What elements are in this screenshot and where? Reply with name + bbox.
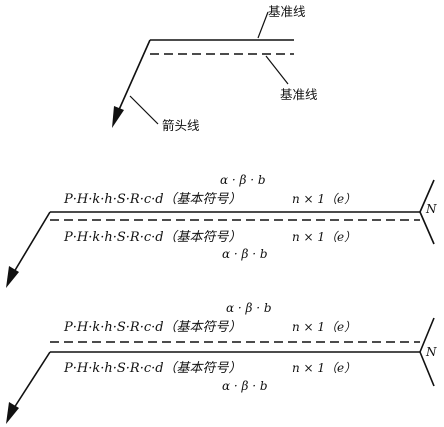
ref-line-label-1: 基准线 bbox=[268, 4, 306, 19]
ref-line-label-2: 基准线 bbox=[280, 87, 318, 102]
d2-lower-below: α · β · b bbox=[222, 379, 268, 393]
d1-arrow-line bbox=[13, 211, 51, 273]
diagram-1: α · β · b P·H·k·h·S·R·c·d（基本符号） n × 1（e）… bbox=[6, 173, 437, 288]
d2-tail-letter: N bbox=[425, 345, 437, 359]
d1-upper-above: α · β · b bbox=[220, 173, 266, 187]
d1-tail-letter: N bbox=[425, 202, 437, 216]
d1-tail-lower bbox=[419, 211, 435, 245]
d2-lower-main: P·H·k·h·S·R·c·d（基本符号） bbox=[63, 360, 242, 376]
d1-upper-main: P·H·k·h·S·R·c·d（基本符号） bbox=[63, 191, 242, 207]
top-figure: 基准线 基准线 箭头线 bbox=[112, 4, 318, 133]
arrow-line-label: 箭头线 bbox=[162, 118, 200, 133]
d2-upper-above: α · β · b bbox=[226, 301, 272, 315]
d2-arrow-line bbox=[13, 351, 51, 409]
d1-tail-upper bbox=[419, 179, 435, 213]
d2-upper-main: P·H·k·h·S·R·c·d（基本符号） bbox=[63, 319, 242, 335]
d2-tail-lower bbox=[419, 351, 435, 387]
d2-lower-tail: n × 1（e） bbox=[292, 361, 356, 375]
leader-arrow-line bbox=[129, 95, 159, 125]
leader-ref-2 bbox=[265, 55, 289, 85]
d1-lower-main: P·H·k·h·S·R·c·d（基本符号） bbox=[63, 229, 242, 245]
leader-ref-1 bbox=[257, 11, 269, 39]
d1-lower-below: α · β · b bbox=[222, 247, 268, 261]
d1-lower-tail: n × 1（e） bbox=[292, 230, 356, 244]
arrow-head-icon bbox=[112, 106, 124, 128]
d1-upper-tail: n × 1（e） bbox=[292, 192, 356, 206]
d2-upper-tail: n × 1（e） bbox=[292, 320, 356, 334]
arrow-line bbox=[117, 39, 151, 113]
diagram-2: α · β · b P·H·k·h·S·R·c·d（基本符号） n × 1（e）… bbox=[6, 301, 437, 424]
d2-arrow-head-icon bbox=[6, 402, 19, 424]
d2-tail-upper bbox=[419, 317, 435, 353]
d1-arrow-head-icon bbox=[6, 266, 19, 288]
